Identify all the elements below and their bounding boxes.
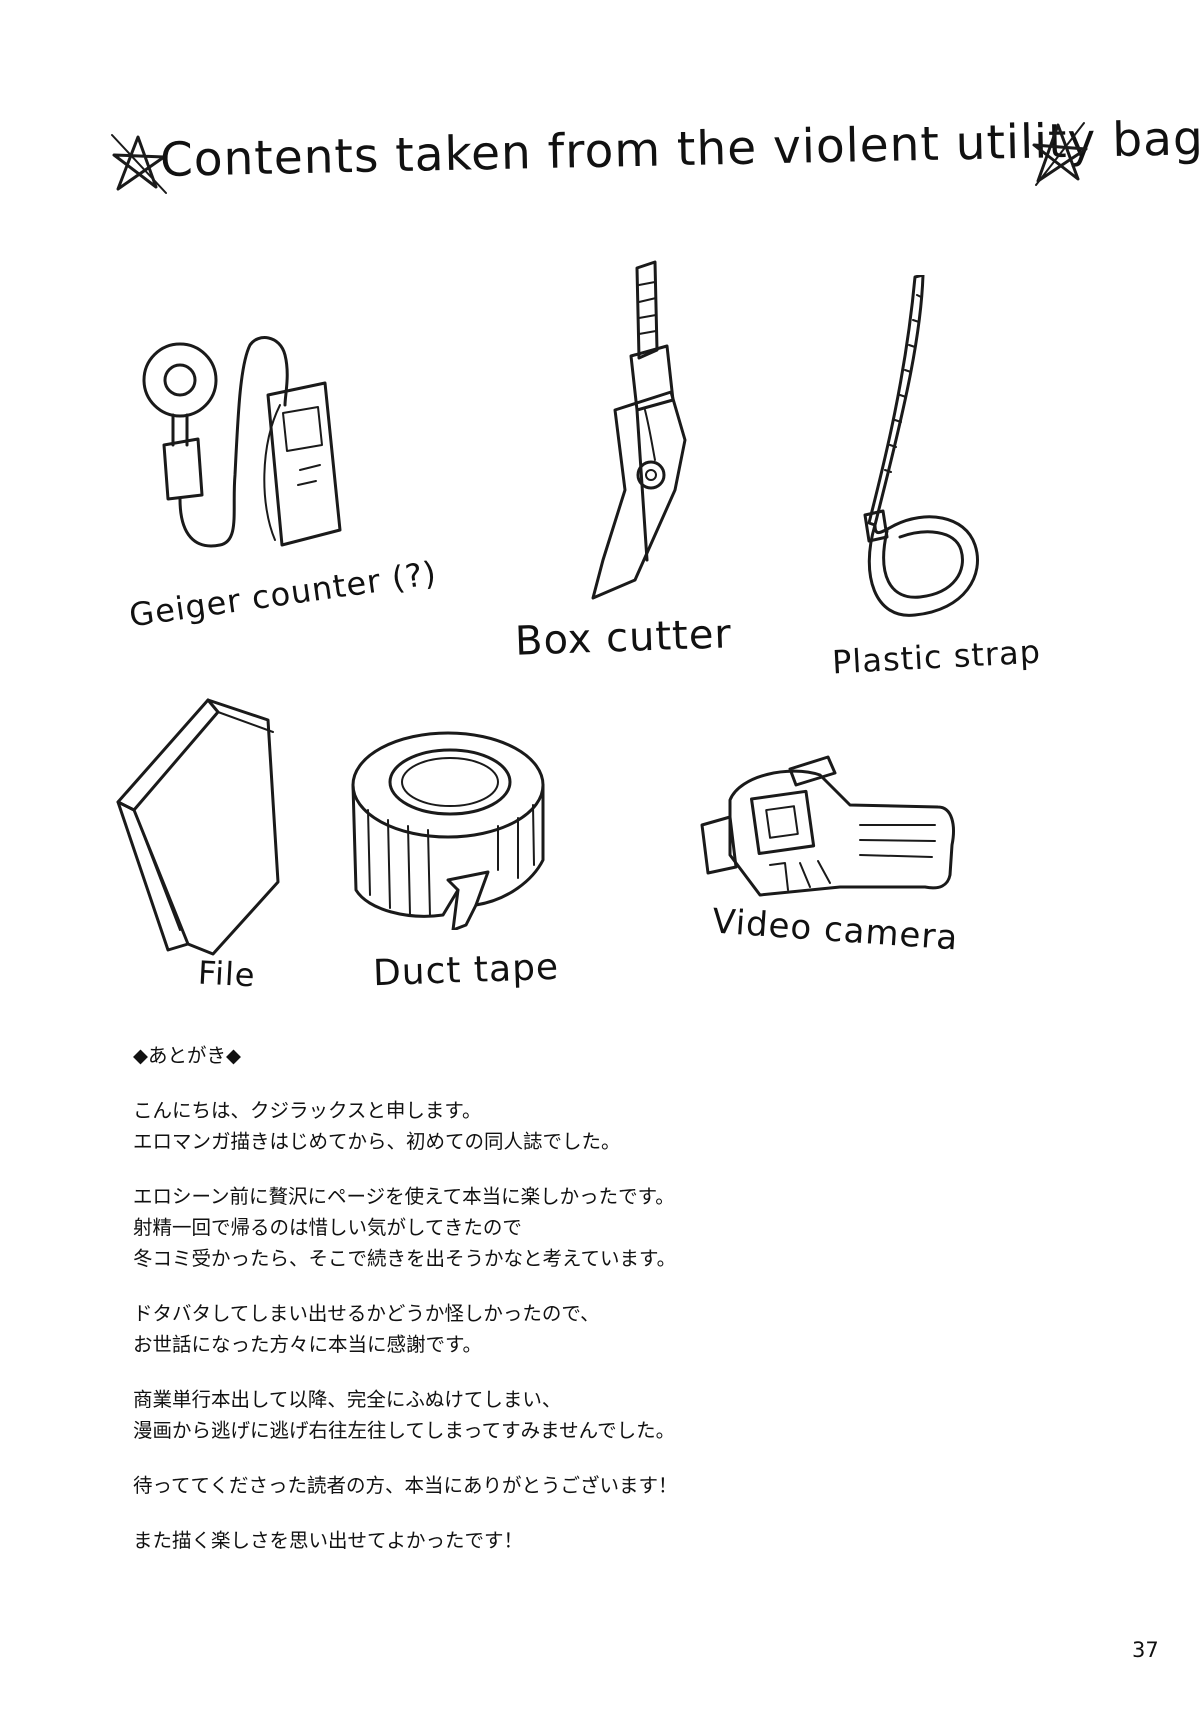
duct-tape-icon: [351, 731, 545, 930]
afterword-paragraph: ドタバタしてしまい出せるかどうか怪しかったので、 お世話になった方々に本当に感謝…: [133, 1298, 1033, 1360]
geiger-counter-icon: [142, 336, 342, 548]
afterword-line: また描く楽しさを思い出せてよかったです！: [133, 1529, 524, 1552]
title-row: Contents taken from the violent utility …: [110, 110, 1200, 225]
afterword-line: 漫画から逃げに逃げ右往左往してしまってすみませんでした。: [133, 1419, 676, 1442]
afterword-paragraph: こんにちは、クジラックスと申します。 エロマンガ描きはじめてから、初めての同人誌…: [133, 1095, 1033, 1157]
file-icon: [116, 698, 280, 956]
afterword-paragraph: また描く楽しさを思い出せてよかったです！: [133, 1525, 1033, 1556]
afterword-heading: ◆あとがき◆: [133, 1044, 241, 1067]
page-title: Contents taken from the violent utility …: [159, 110, 1200, 188]
video-camera-label: Video camera: [710, 901, 960, 959]
afterword-line: 待っててくださった読者の方、本当にありがとうございます！: [133, 1474, 678, 1497]
afterword-line: 射精一回で帰るのは惜しい気がしてきたので: [133, 1216, 522, 1239]
star-icon: [1032, 122, 1088, 186]
star-icon: [111, 134, 167, 194]
duct-tape-label: Duct tape: [372, 946, 560, 995]
afterword-line: 商業単行本出して以降、完全にふぬけてしまい、: [133, 1388, 562, 1411]
box-cutter-label: Box cutter: [514, 611, 733, 665]
afterword-line: エロマンガ描きはじめてから、初めての同人誌でした。: [133, 1130, 621, 1153]
afterword: ◆あとがき◆ こんにちは、クジラックスと申します。 エロマンガ描きはじめてから、…: [133, 1040, 1033, 1580]
afterword-line: ドタバタしてしまい出せるかどうか怪しかったので、: [133, 1302, 600, 1325]
box-cutter-icon: [591, 260, 687, 600]
afterword-paragraph: 待っててくださった読者の方、本当にありがとうございます！: [133, 1470, 1033, 1501]
page-number: 37: [1132, 1638, 1159, 1662]
afterword-line: 冬コミ受かったら、そこで続きを出そうかなと考えています。: [133, 1247, 677, 1270]
afterword-line: エロシーン前に贅沢にページを使えて本当に楽しかったです。: [133, 1185, 675, 1208]
afterword-line: お世話になった方々に本当に感謝です。: [133, 1333, 483, 1356]
file-label: File: [197, 953, 257, 995]
video-camera-icon: [700, 755, 955, 897]
plastic-strap-label: Plastic strap: [831, 632, 1042, 682]
afterword-paragraph: 商業単行本出して以降、完全にふぬけてしまい、 漫画から逃げに逃げ右往左往してしま…: [133, 1384, 1033, 1446]
plastic-strap-icon: [863, 275, 979, 617]
afterword-line: こんにちは、クジラックスと申します。: [133, 1099, 482, 1122]
afterword-paragraph: エロシーン前に贅沢にページを使えて本当に楽しかったです。 射精一回で帰るのは惜し…: [133, 1181, 1033, 1274]
